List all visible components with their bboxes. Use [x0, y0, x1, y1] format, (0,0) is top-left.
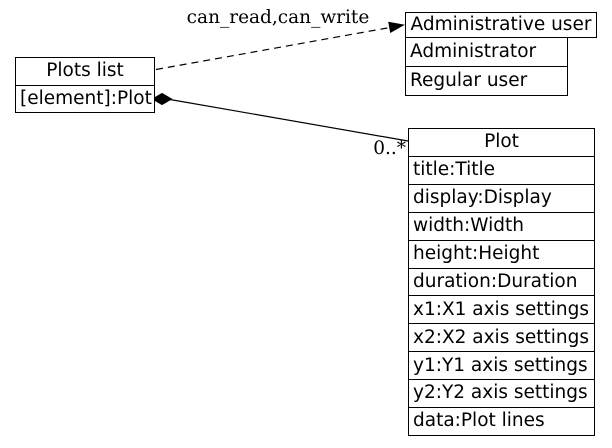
plot-title: Plot	[484, 131, 519, 153]
plot-row-title: title:Title	[409, 155, 594, 184]
node-plots-list: Plots list [element]:Plot	[15, 57, 155, 113]
node-admin-user-header: Administrative user	[405, 12, 597, 38]
plot-row-x1: x1:X1 axis settings	[409, 295, 594, 323]
plot-row-y1: y1:Y1 axis settings	[409, 351, 594, 379]
plots-list-title: Plots list	[46, 60, 124, 82]
arrowhead-icon	[388, 21, 405, 33]
plot-row-x2: x2:X2 axis settings	[409, 323, 594, 351]
plot-row-data: data:Plot lines	[409, 407, 594, 435]
node-admin-row-administrator: Administrator	[405, 37, 568, 67]
node-admin-row-regular-user: Regular user	[405, 66, 568, 96]
node-plot: Plot title:Title display:Display width:W…	[408, 128, 595, 436]
edge-label-can-read-write: can_read,can_write	[186, 7, 370, 28]
composition-edge	[169, 98, 409, 142]
plot-row-display: display:Display	[409, 183, 594, 212]
plot-row-duration: duration:Duration	[409, 267, 594, 296]
edge-label-multiplicity: 0..*	[373, 138, 406, 159]
plot-row-width: width:Width	[409, 211, 594, 240]
composition-diamond-icon	[151, 92, 173, 106]
can-read-write-edge	[155, 26, 391, 71]
plot-row-height: height:Height	[409, 239, 594, 268]
plots-list-row-element: [element]:Plot	[16, 84, 154, 113]
plot-row-y2: y2:Y2 axis settings	[409, 379, 594, 407]
